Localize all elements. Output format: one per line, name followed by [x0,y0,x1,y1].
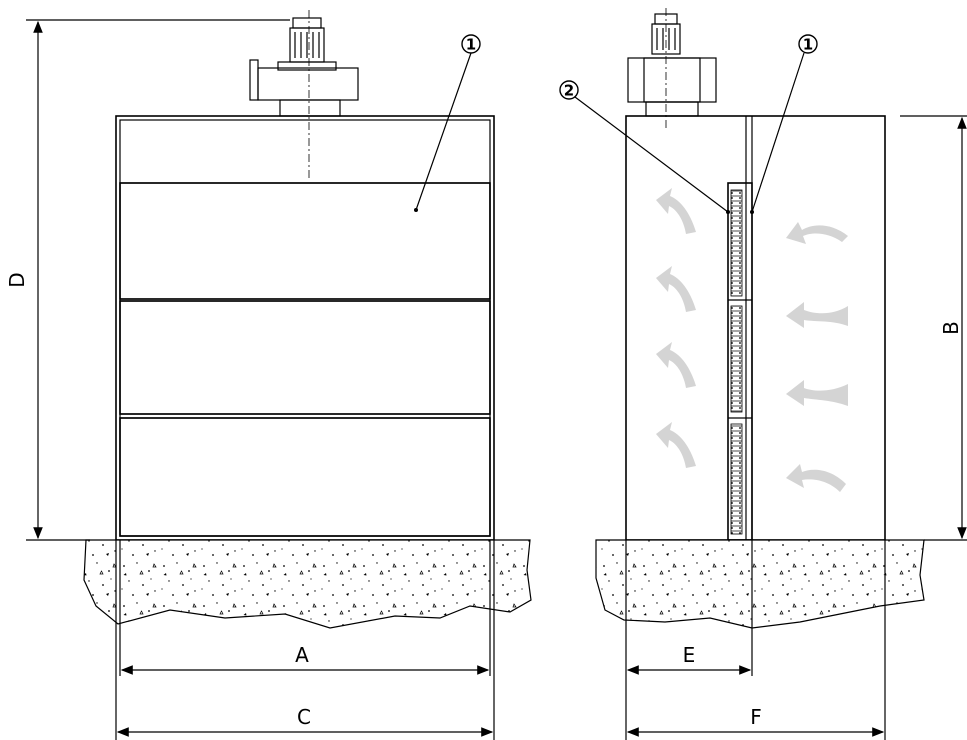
dimension-label-d: D [5,272,29,287]
side-filter-stack [727,182,753,541]
side-callout-1-number: 1 [803,36,813,54]
front-view: 1 [115,10,495,541]
front-housing [115,115,495,541]
airflow-arrows-outlet [656,188,696,468]
side-callout-1: 1 [750,34,818,214]
side-view: 1 2 [559,8,886,541]
dimension-label-b: B [939,321,963,335]
concrete-foundation [83,539,925,629]
airflow-arrows-inlet [786,222,848,492]
front-fan-motor [249,10,359,180]
front-filter-panels [119,182,491,537]
dimension-label-f: F [750,705,762,729]
side-fan-motor [627,8,717,130]
dimension-lines [26,19,967,740]
front-callout-1: 1 [414,34,481,212]
front-callout-1-number: 1 [466,36,476,54]
side-callout-2-number: 2 [564,82,574,100]
dimension-label-a: A [295,643,309,667]
side-callout-2: 2 [559,80,730,214]
side-housing [625,115,886,541]
dimension-label-c: C [297,705,311,729]
dimension-label-e: E [683,643,696,667]
